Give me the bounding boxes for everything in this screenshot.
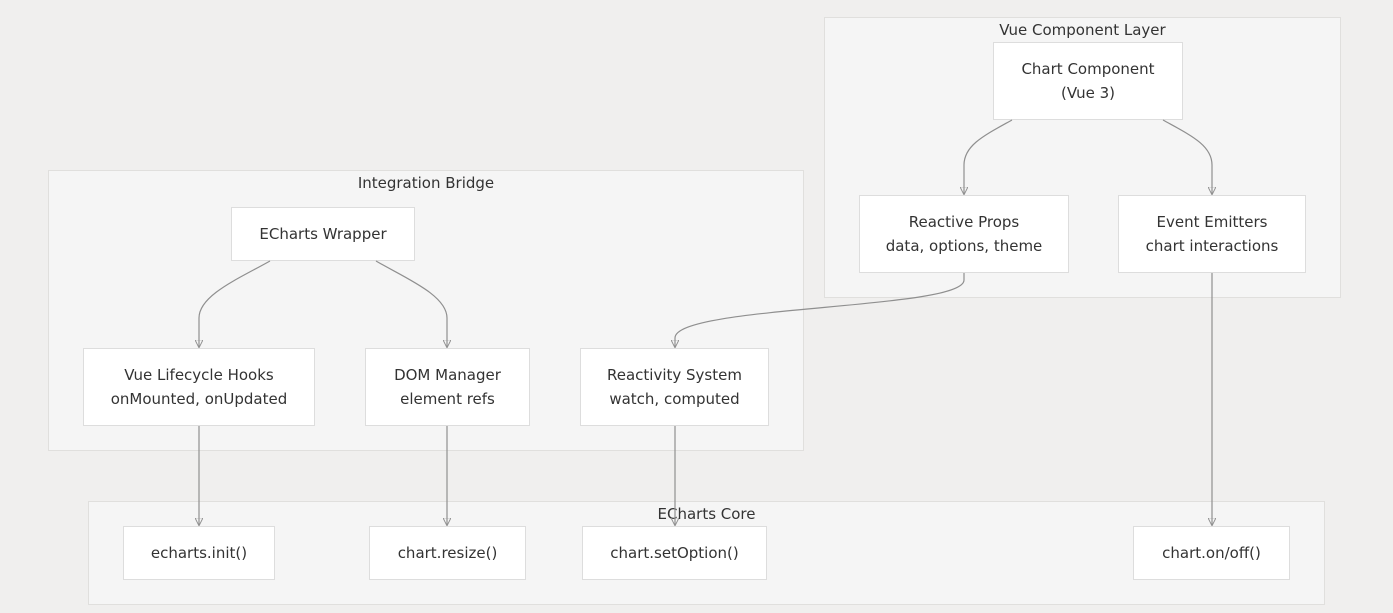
node-reactive-props[interactable]: Reactive Props data, options, theme — [859, 195, 1069, 273]
cluster-label: Integration Bridge — [357, 174, 495, 192]
node-title: ECharts Wrapper — [259, 225, 387, 243]
cluster-label: Vue Component Layer — [999, 21, 1166, 39]
node-subtitle: watch, computed — [609, 390, 740, 408]
node-echarts-wrapper[interactable]: ECharts Wrapper — [231, 207, 415, 261]
node-title: DOM Manager — [394, 366, 501, 384]
node-chart-setoption[interactable]: chart.setOption() — [582, 526, 767, 580]
cluster-label: ECharts Core — [657, 505, 756, 523]
node-title: Vue Lifecycle Hooks — [124, 366, 274, 384]
node-title: Event Emitters — [1156, 213, 1268, 231]
node-title: Chart Component — [1021, 60, 1155, 78]
node-title: chart.on/off() — [1162, 544, 1261, 562]
node-title: echarts.init() — [150, 544, 248, 562]
node-dom-manager[interactable]: DOM Manager element refs — [365, 348, 530, 426]
node-title: Reactivity System — [607, 366, 742, 384]
node-title: chart.setOption() — [610, 544, 739, 562]
node-subtitle: data, options, theme — [885, 237, 1043, 255]
node-reactivity-system[interactable]: Reactivity System watch, computed — [580, 348, 769, 426]
node-event-emitters[interactable]: Event Emitters chart interactions — [1118, 195, 1306, 273]
node-chart-onoff[interactable]: chart.on/off() — [1133, 526, 1290, 580]
node-title: Reactive Props — [908, 213, 1020, 231]
node-subtitle: chart interactions — [1145, 237, 1279, 255]
node-vue-lifecycle-hooks[interactable]: Vue Lifecycle Hooks onMounted, onUpdated — [83, 348, 315, 426]
node-subtitle: (Vue 3) — [1061, 84, 1115, 102]
node-chart-resize[interactable]: chart.resize() — [369, 526, 526, 580]
node-echarts-init[interactable]: echarts.init() — [123, 526, 275, 580]
node-subtitle: element refs — [400, 390, 495, 408]
node-chart-component[interactable]: Chart Component (Vue 3) — [993, 42, 1183, 120]
node-title: chart.resize() — [397, 544, 498, 562]
node-subtitle: onMounted, onUpdated — [110, 390, 288, 408]
